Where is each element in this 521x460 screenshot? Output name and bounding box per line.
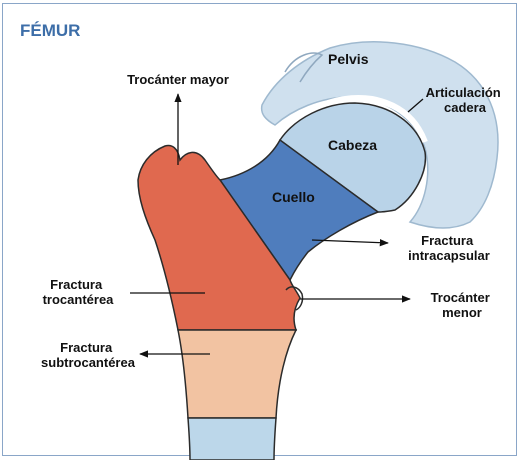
head-label: Cabeza <box>328 137 377 153</box>
neck-label: Cuello <box>272 189 315 205</box>
subtrochanteric-region-shape <box>178 330 296 418</box>
trocanter-menor-label: Trocánter menor <box>431 290 494 320</box>
fractura-subtrocanterea-label: Fractura subtrocantérea <box>41 340 136 370</box>
trocanter-mayor-label: Trocánter mayor <box>127 72 229 87</box>
diagram-title: FÉMUR <box>20 21 80 40</box>
fractura-trocanterea-label: Fractura trocantérea <box>43 277 115 307</box>
fractura-intracapsular-label: Fractura intracapsular <box>408 233 490 263</box>
femoral-shaft-shape <box>188 418 276 460</box>
fractura-intracapsular-arrow <box>312 240 388 243</box>
pelvis-label: Pelvis <box>328 51 369 67</box>
